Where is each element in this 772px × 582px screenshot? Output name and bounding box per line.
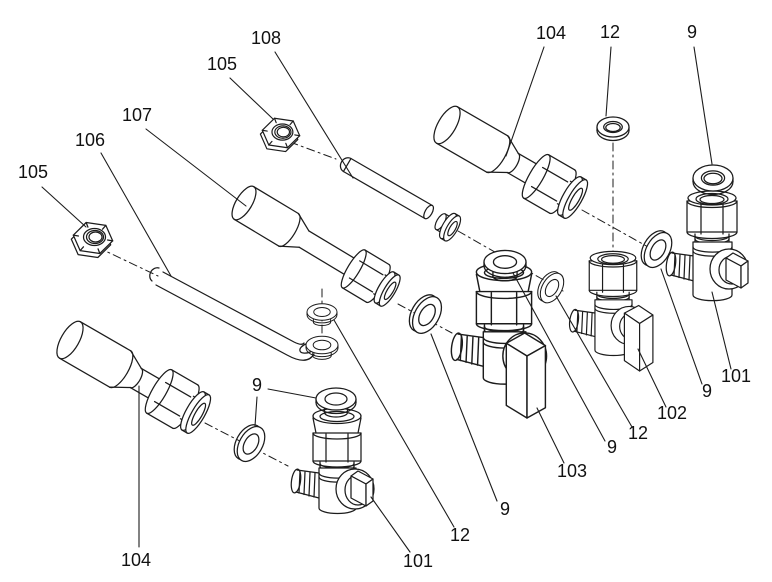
part-number-label: 12 [600,22,620,42]
part-number-label: 9 [607,437,617,457]
callout-105-0: 105 [18,162,87,228]
callouts: 105 106 107 105 108 104 12 9 101 9 102 12 9 103 9 12 101… [18,22,751,571]
part-number-label: 103 [557,461,587,481]
supply-tube-104-bottom [56,320,212,434]
leader-line [100,152,172,277]
part-number-label: 104 [536,23,566,43]
leader-line [333,319,455,528]
washer-9-far-right [692,164,734,196]
part-number-label: 9 [500,499,510,519]
part-number-label: 9 [252,375,262,395]
washer-9-front-left [315,387,357,418]
callout-108-4: 108 [251,28,354,179]
leader-line [145,128,247,207]
part-number-label: 102 [657,403,687,423]
callout-9-9: 9 [660,268,712,401]
tube-107 [231,185,401,307]
leader-line [254,396,258,427]
part-number-label: 101 [403,551,433,571]
part-number-label: 107 [122,105,152,125]
callout-12-11: 12 [555,295,648,443]
callout-101-8: 101 [711,291,751,386]
callout-9-14: 9 [430,333,510,519]
callout-103-13: 103 [536,407,587,481]
part-number-label: 105 [207,54,237,74]
nut-105-top [259,117,301,153]
part-number-label: 101 [721,366,751,386]
leader-line [693,46,713,165]
washer-9-center-valve [483,249,527,282]
leader-line [274,51,354,179]
tube-108 [339,157,435,220]
part-number-label: 108 [251,28,281,48]
leader-line [41,186,87,228]
leader-line [711,291,732,370]
leader-line [660,268,703,385]
callout-104-5: 104 [505,23,566,157]
washer-12-stack-lower [305,335,339,360]
callout-102-10: 102 [637,348,687,423]
supply-tube-104-top [433,105,589,219]
callout-107-2: 107 [122,105,247,207]
valve-with-handle-102 [568,250,654,372]
washer-9-tube-107 [408,294,443,334]
callout-105-3: 105 [207,54,274,120]
nut-105-left [70,221,114,259]
leader-line [229,77,274,120]
valve-101-far-right [665,190,749,302]
callout-101-16: 101 [370,496,433,571]
flange-washer-tube-108 [434,212,462,242]
leader-line [536,407,565,464]
callout-106-1: 106 [75,130,172,277]
part-number-label: 105 [18,162,48,182]
part-number-label: 9 [702,381,712,401]
axis-dash-dot-line [204,422,289,467]
part-number-label: 12 [450,525,470,545]
callout-9-7: 9 [687,22,713,165]
part-number-label: 12 [628,423,648,443]
callout-12-15: 12 [333,319,470,545]
washer-12-top [596,116,630,142]
washer-12-front-left [233,424,266,463]
part-number-label: 104 [121,550,151,570]
callout-9-18: 9 [252,375,317,427]
tube-106 [149,267,317,361]
callout-104-17: 104 [121,385,151,570]
valve-101-front-left [290,407,375,515]
valve-with-handle-103 [450,262,548,419]
leader-line [605,46,612,117]
callout-9-12: 9 [512,272,617,457]
leader-line [430,333,498,502]
leader-line [505,46,545,157]
leader-line [512,272,606,442]
part-number-label: 106 [75,130,105,150]
axis-dash-dot-line [289,141,337,160]
callout-12-6: 12 [600,22,620,117]
part-number-label: 9 [687,22,697,42]
leader-line [267,388,317,399]
washer-12-middle [537,271,565,304]
leader-line [555,295,633,428]
washer-12-stack-upper [306,303,338,326]
leader-line [370,496,411,553]
washer-9-between-right-valves [640,230,673,269]
axis-dash-dot-line [96,246,159,277]
leader-line [637,348,667,408]
